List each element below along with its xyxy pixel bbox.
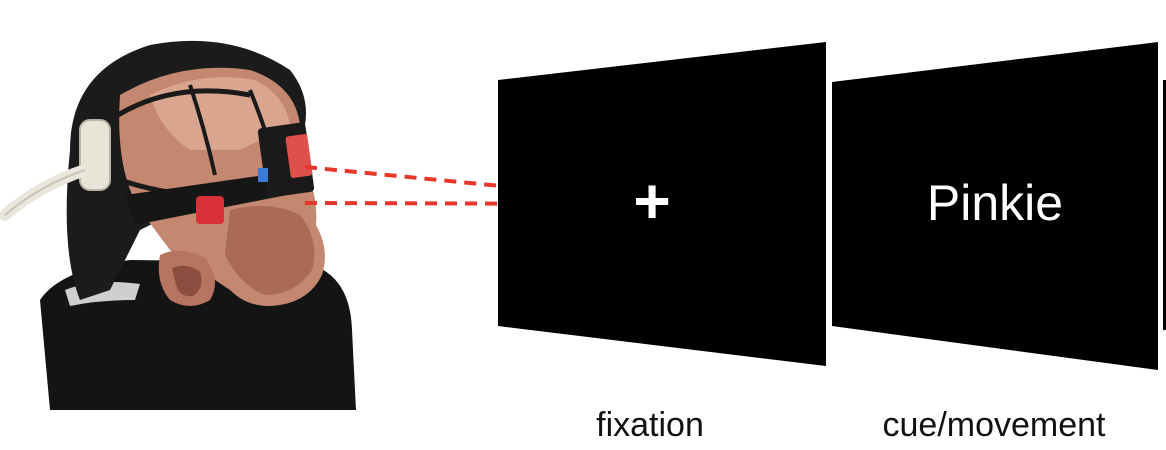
next-screen-edge <box>1163 80 1166 330</box>
fixation-screen: + <box>498 42 826 366</box>
cue-screen: Pinkie <box>832 42 1158 370</box>
participant-head-icon <box>0 40 356 410</box>
cue-caption: cue/movement <box>883 406 1107 444</box>
cue-word: Pinkie <box>927 175 1063 231</box>
fixation-caption: fixation <box>596 406 704 444</box>
fixation-cross: + <box>633 165 670 237</box>
